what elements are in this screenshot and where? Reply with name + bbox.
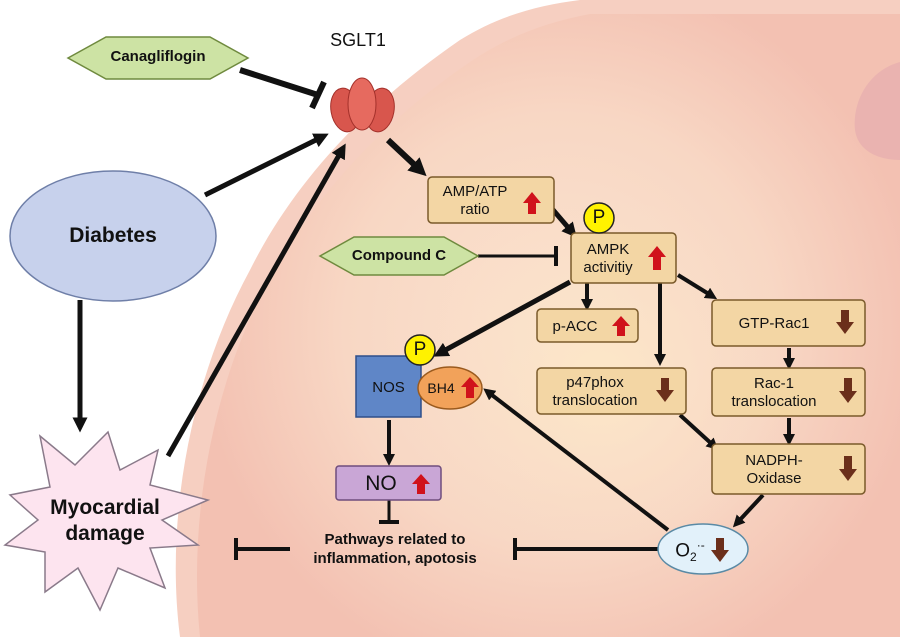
ampk-box bbox=[570, 232, 677, 284]
myocardial-damage-star bbox=[3, 430, 211, 612]
canagliflogin-label: Canagliflogin bbox=[110, 48, 206, 65]
pacc-up-arrow-icon bbox=[612, 316, 630, 336]
ampk-up-arrow-icon bbox=[648, 246, 666, 270]
o2-label: O2·- bbox=[670, 538, 710, 564]
canagliflogin-inhibit-line bbox=[239, 67, 319, 98]
canagliflogin-diamond bbox=[66, 36, 250, 80]
diabetes-ellipse bbox=[9, 170, 217, 302]
nos-box bbox=[355, 355, 422, 418]
diabetes-label: Diabetes bbox=[69, 224, 157, 247]
myocardial-label-line1: Myocardial bbox=[50, 496, 160, 519]
pathways-label-line1: Pathways related to bbox=[324, 531, 466, 548]
p47-down-arrow-icon bbox=[656, 378, 674, 402]
ampk-to-nos-arrow bbox=[433, 279, 572, 357]
nos-p-badge bbox=[404, 334, 436, 366]
amp-label-line2: ratio bbox=[460, 201, 490, 218]
amp-up-arrow-icon bbox=[523, 192, 541, 214]
pacc-box bbox=[536, 308, 639, 343]
ampk-p-badge bbox=[583, 202, 615, 234]
ampk-to-gtp-arrow bbox=[676, 273, 718, 300]
nos-label: NOS bbox=[372, 379, 405, 396]
ampk-label-line1: AMPK bbox=[586, 241, 630, 258]
diabetes-to-sglt1-arrow bbox=[203, 133, 329, 198]
compound-c-label: Compound C bbox=[351, 247, 447, 264]
nos-p-label: P bbox=[413, 339, 427, 360]
o2-subscript: 2 bbox=[690, 550, 697, 565]
rac1-label-line2: translocation bbox=[731, 393, 817, 410]
nadph-label-line1: NADPH- bbox=[745, 452, 803, 469]
p47-label-line1: p47phox bbox=[566, 374, 624, 391]
myocardial-to-sglt1-arrow bbox=[165, 143, 346, 458]
no-label: NO bbox=[365, 472, 397, 495]
no-up-arrow-icon bbox=[412, 474, 430, 494]
organelle bbox=[854, 62, 900, 160]
gtp-down-arrow-icon bbox=[836, 310, 854, 334]
gtp-rac1-box bbox=[711, 299, 866, 347]
pathways-label-line2: inflammation, apotosis bbox=[313, 550, 477, 567]
pacc-label: p-ACC bbox=[552, 318, 598, 335]
bh4-up-arrow-icon bbox=[461, 377, 479, 398]
sglt1-transporter-icon bbox=[330, 77, 395, 133]
sglt1-to-amp-arrow bbox=[385, 137, 427, 177]
no-box bbox=[335, 465, 442, 501]
myocardial-label-line2: damage bbox=[65, 522, 145, 545]
rac1-box bbox=[711, 367, 866, 417]
bh4-label: BH4 bbox=[427, 380, 455, 396]
bh4-ellipse bbox=[417, 366, 483, 410]
p47phox-box bbox=[536, 367, 687, 415]
p47-label-line2: translocation bbox=[552, 392, 638, 409]
o2-down-arrow-icon bbox=[711, 538, 729, 562]
o2-ellipse bbox=[657, 523, 749, 575]
nadph-label-line2: Oxidase bbox=[746, 470, 802, 487]
nadph-to-o2-arrow bbox=[732, 493, 765, 528]
o2-to-bh4-arrow bbox=[483, 388, 670, 532]
amp-atp-box bbox=[427, 176, 555, 224]
o2-text: O bbox=[675, 540, 691, 562]
amp-label-line1: AMP/ATP bbox=[442, 183, 508, 200]
gtp-rac1-label: GTP-Rac1 bbox=[738, 315, 810, 332]
compound-c-diamond bbox=[318, 236, 480, 276]
rac1-label-line1: Rac-1 bbox=[753, 375, 794, 392]
nadph-down-arrow-icon bbox=[839, 456, 857, 481]
p47-to-nadph-arrow bbox=[678, 413, 719, 451]
canagliflogin-inhibit-bar bbox=[309, 80, 327, 110]
o2-superscript: ·- bbox=[696, 538, 705, 552]
rac-down-arrow-icon bbox=[839, 378, 857, 403]
sglt1-label: SGLT1 bbox=[330, 30, 386, 50]
nadph-box bbox=[711, 443, 866, 495]
ampk-p-label: P bbox=[592, 207, 606, 228]
ampk-label-line2: activitiy bbox=[583, 259, 633, 276]
